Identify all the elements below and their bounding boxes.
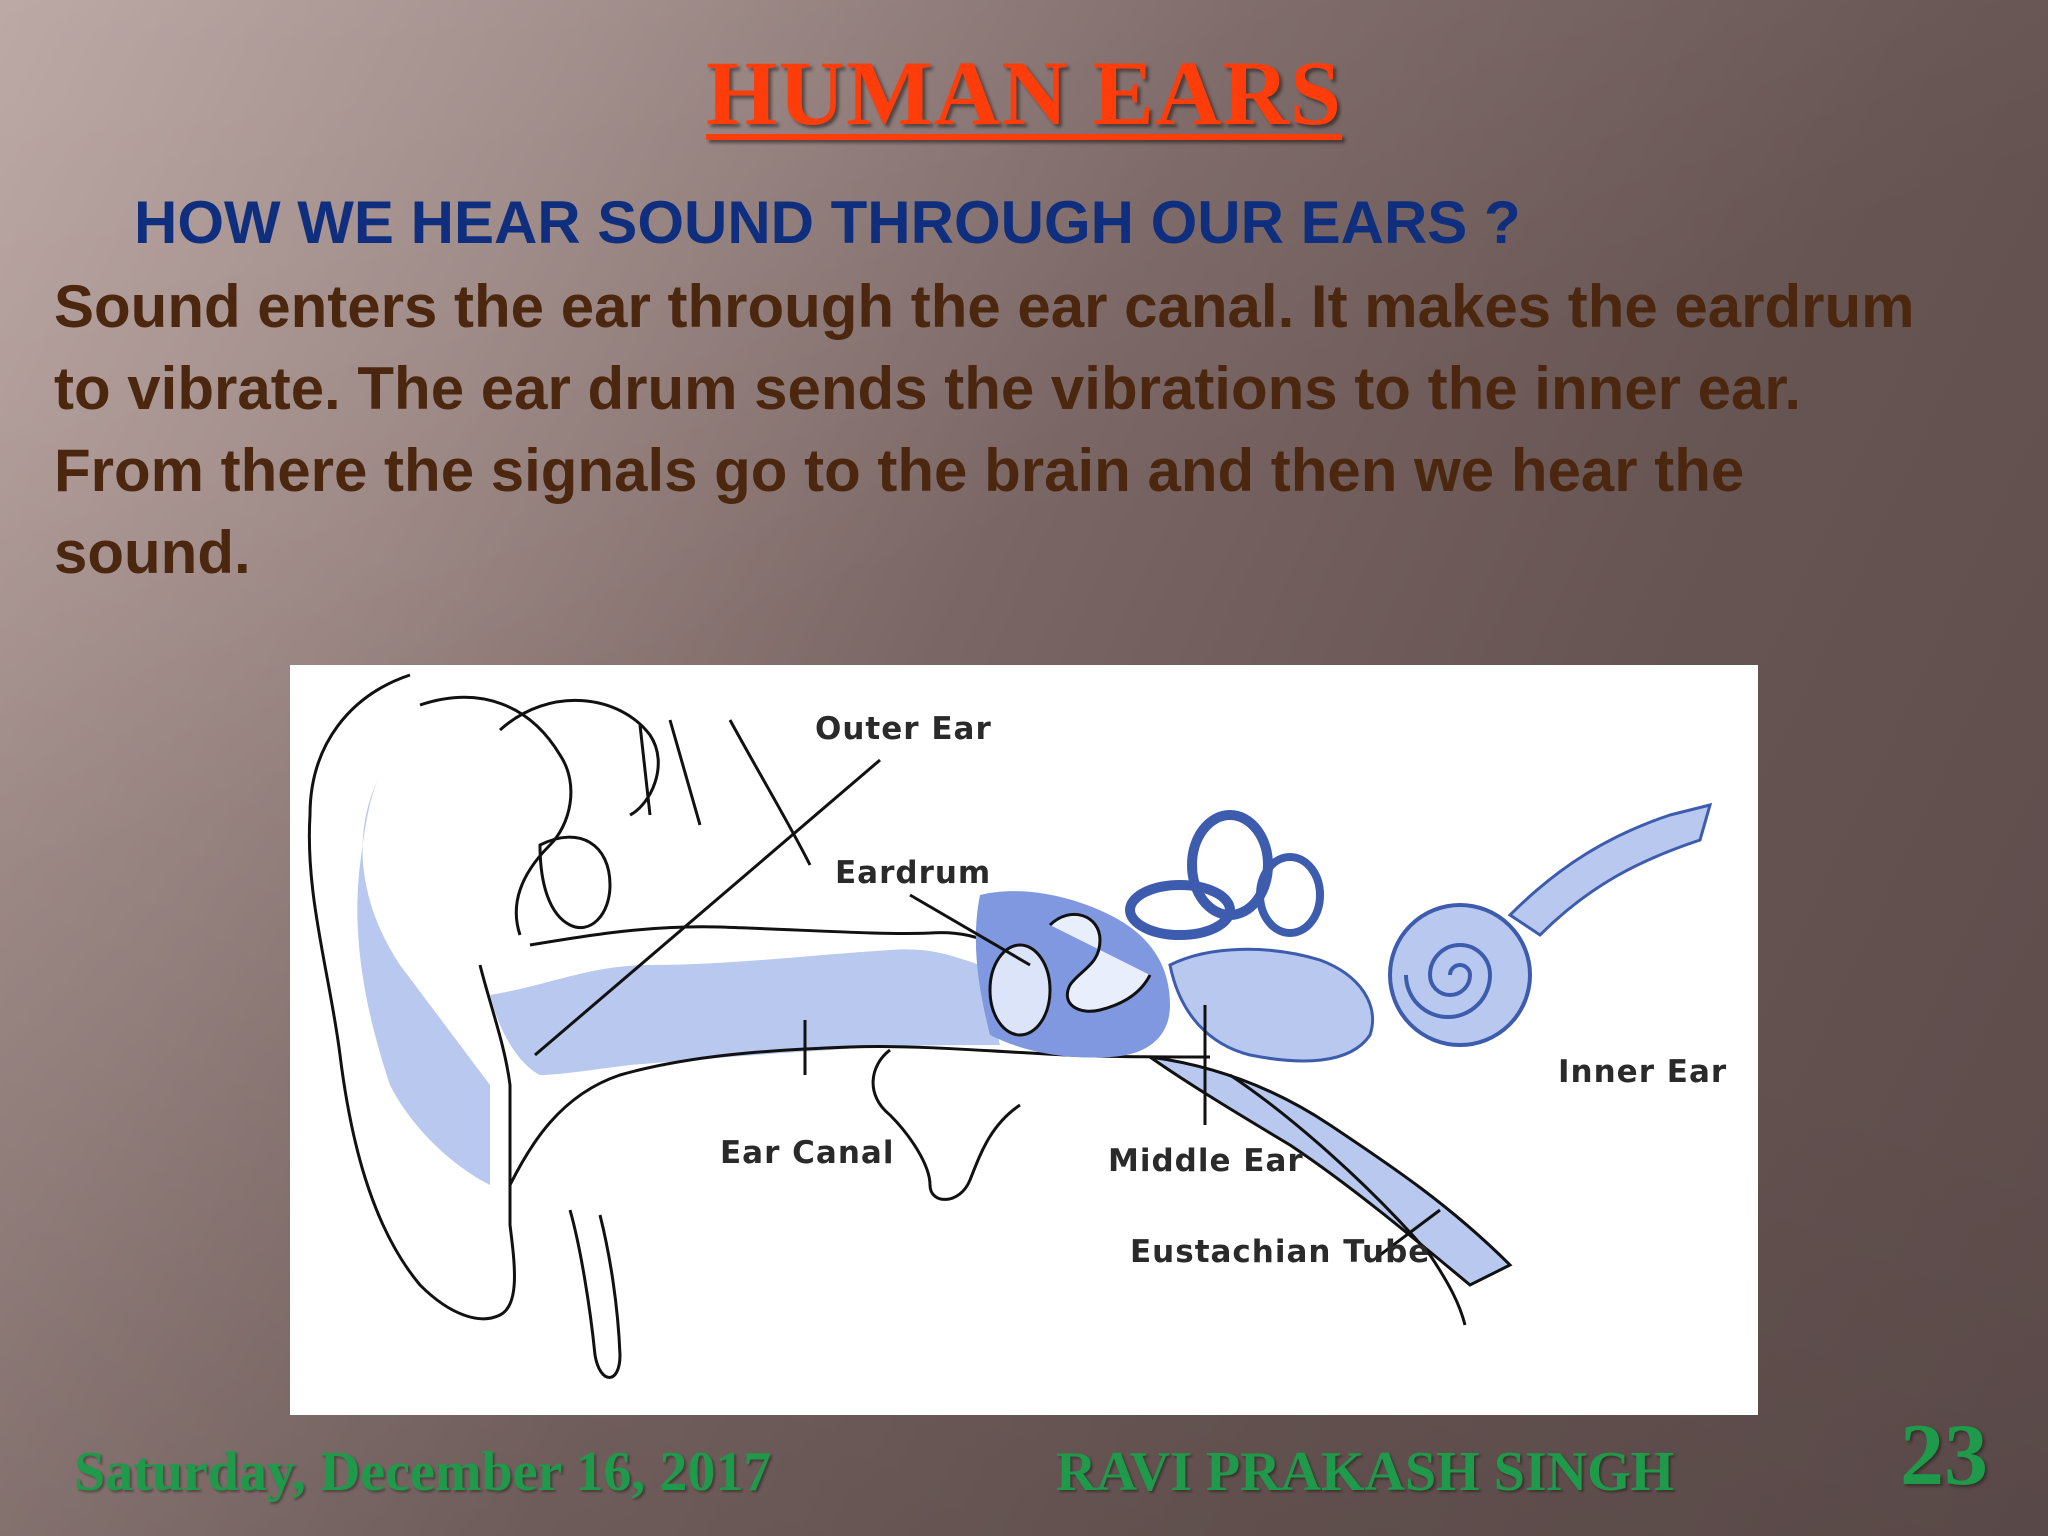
cochlea-spiral (1404, 943, 1493, 1019)
helix-upper (498, 698, 660, 817)
slide-title: HUMAN EARS (705, 42, 1343, 144)
label-eardrum: Eardrum (835, 855, 991, 891)
slide-subtitle: HOW WE HEAR SOUND THROUGH OUR EARS ? (134, 189, 1521, 256)
concha (538, 835, 612, 929)
semicircular-canal-2 (1125, 880, 1235, 940)
footer-date: Saturday, December 16, 2017 (74, 1441, 772, 1503)
eardrum-pointer (909, 893, 1031, 967)
outer-ear-pointer (534, 758, 881, 1057)
ear-canal-fill (490, 949, 1000, 1075)
ear-anatomy-drawing: Outer Ear Eardrum Ear Canal Middle Ear I… (307, 673, 1727, 1379)
eustachian-tube (1149, 1055, 1513, 1287)
ossicles (1048, 912, 1152, 1013)
eardrum-shape (988, 943, 1052, 1037)
semicircular-canal-3 (1256, 853, 1324, 937)
auditory-nerve (1507, 802, 1713, 937)
cochlea-outer (1388, 903, 1532, 1047)
slide-body-text: Sound enters the ear through the ear can… (54, 273, 1915, 586)
earlobe (568, 1209, 622, 1379)
side-head-lines (638, 719, 812, 866)
ear-anatomy-diagram: Outer Ear Eardrum Ear Canal Middle Ear I… (290, 665, 1758, 1415)
ear-canal-top-wall (529, 925, 1001, 949)
label-inner-ear: Inner Ear (1558, 1054, 1727, 1090)
label-outer-ear: Outer Ear (815, 711, 992, 747)
slide-number: 23 (1900, 1407, 1988, 1504)
pinna-inner-fold (419, 695, 573, 936)
pinna-fill (357, 775, 490, 1185)
eustachian-tube-pointer (1379, 1208, 1441, 1257)
eustachian-tube-lower (1229, 1073, 1467, 1326)
ear-canal-bone (871, 1048, 1021, 1201)
pinna-outline (307, 673, 516, 1321)
vestibule (1168, 947, 1375, 1063)
label-middle-ear: Middle Ear (1108, 1143, 1304, 1179)
footer-author: RAVI PRAKASH SINGH (1056, 1441, 1675, 1503)
label-eustachian-tube: Eustachian Tube (1130, 1234, 1430, 1270)
label-ear-canal: Ear Canal (720, 1135, 894, 1171)
